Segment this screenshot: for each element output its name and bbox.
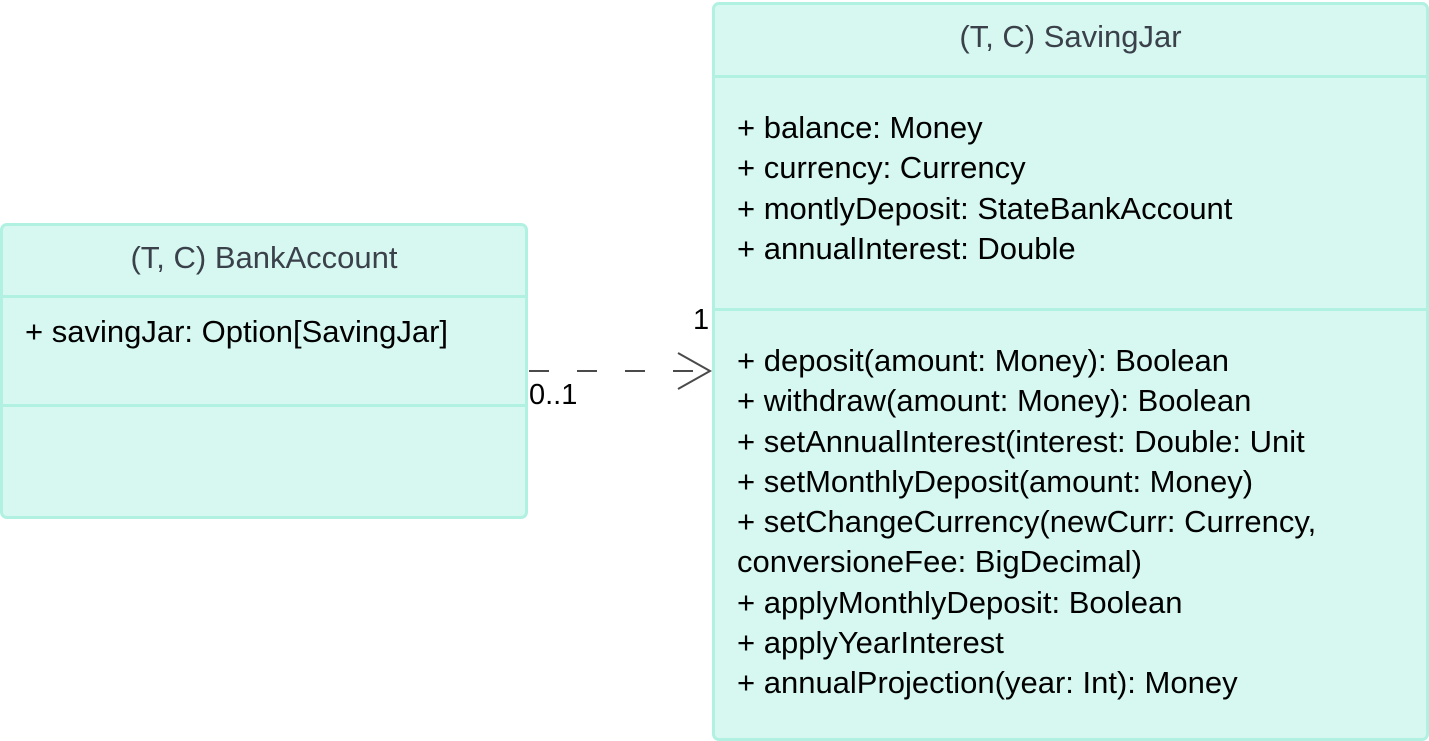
open-arrowhead: [677, 352, 713, 390]
bank-account-title: (T, C) BankAccount: [3, 226, 525, 298]
target-multiplicity-label: 1: [693, 304, 710, 336]
saving-jar-class[interactable]: (T, C) SavingJar + balance: Money + curr…: [712, 2, 1429, 741]
saving-jar-operation: + withdraw(amount: Money): Boolean: [737, 383, 1252, 419]
saving-jar-operation: + applyMonthlyDeposit: Boolean: [737, 584, 1183, 620]
saving-jar-operation: + applyYearInterest: [737, 625, 1004, 661]
saving-jar-attribute: + currency: Currency: [737, 150, 1026, 186]
bank-account-attributes: + savingJar: Option[SavingJar]: [3, 298, 525, 407]
saving-jar-operation: + setChangeCurrency(newCurr: Currency, c…: [737, 504, 1317, 580]
saving-jar-attribute: + balance: Money: [737, 110, 983, 145]
saving-jar-operation: + setAnnualInterest(interest: Double: Un…: [737, 423, 1305, 459]
saving-jar-operation: + annualProjection(year: Int): Money: [737, 665, 1238, 701]
saving-jar-attribute: + montlyDeposit: StateBankAccount: [737, 190, 1233, 226]
bank-account-attribute: + savingJar: Option[SavingJar]: [25, 314, 449, 349]
source-multiplicity-label: 0..1: [529, 379, 578, 411]
saving-jar-attributes: + balance: Money + currency: Currency + …: [715, 78, 1426, 311]
saving-jar-operation: + deposit(amount: Money): Boolean: [737, 343, 1229, 378]
saving-jar-attribute: + annualInterest: Double: [737, 230, 1076, 266]
saving-jar-operations: + deposit(amount: Money): Boolean + with…: [715, 311, 1426, 704]
saving-jar-title: (T, C) SavingJar: [715, 5, 1426, 78]
bank-account-class[interactable]: (T, C) BankAccount + savingJar: Option[S…: [0, 223, 528, 519]
saving-jar-operation: + setMonthlyDeposit(amount: Money): [737, 463, 1254, 499]
